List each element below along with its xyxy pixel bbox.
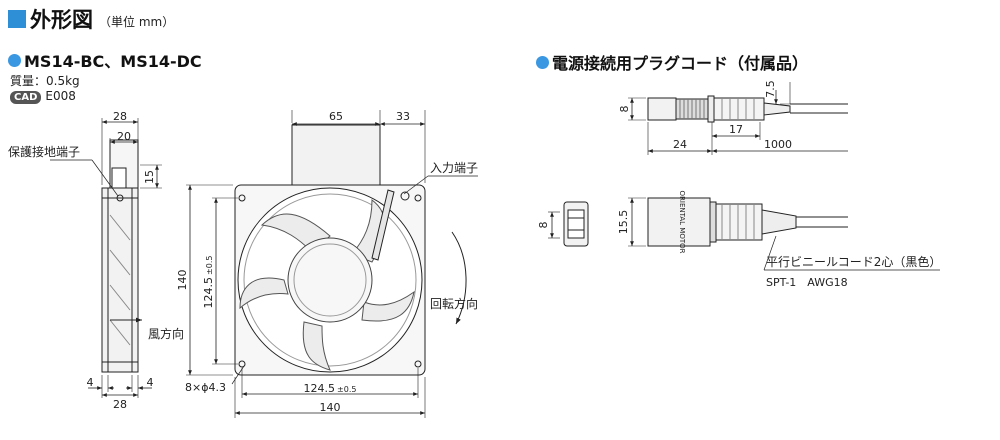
title-square-icon [8,10,26,28]
plug-top-view [628,82,848,155]
dim-plug-7-5: 7.5 [764,80,777,98]
page-title: 外形図 [30,8,93,32]
dim-front-height-140: 140 [176,270,189,291]
model-heading: MS14-BC、MS14-DC [8,48,202,72]
dim-front-pitch-horizontal: 124.5±0.5 [304,382,357,395]
dim-side-bottom-left-4: 4 [87,376,94,389]
dim-plug-top-8: 8 [618,106,631,113]
svg-text:124.5±0.5: 124.5±0.5 [202,256,215,309]
label-airflow-direction: 風方向 [148,326,184,341]
label-rotation-direction: 回転方向 [430,296,478,311]
model-title: MS14-BC、MS14-DC [24,52,202,71]
dim-side-15: 15 [143,170,156,184]
mass-spec: 質量：0.5kg [10,74,80,88]
dim-side-top-28: 28 [113,110,127,123]
dim-plug-17: 17 [729,123,743,136]
fan-side-view [50,118,162,398]
cad-badge: CAD [10,91,42,104]
dim-plug-1000: 1000 [764,138,792,151]
dim-front-33: 33 [396,110,410,123]
dim-plug-15-5: 15.5 [617,210,630,235]
label-ground-terminal: 保護接地端子 [8,144,80,159]
plug-brand-text: ORIENTAL MOTOR [678,191,686,254]
dim-front-width-140: 140 [320,401,341,414]
cable-description: 平行ビニールコード2心（黒色） [766,255,941,269]
cad-code: E008 [45,89,76,103]
page-header: 外形図 （単位 mm） [8,6,174,32]
unit-note: （単位 mm） [99,14,175,29]
dim-front-pitch-vertical: 124.5±0.5 [202,256,215,309]
cable-spec: SPT-1 AWG18 [766,276,848,289]
fan-front-view [186,110,478,418]
dim-side-bottom-right-4: 4 [147,376,154,389]
dim-side-bottom-28: 28 [113,398,127,411]
plug-side-view [548,197,940,271]
dim-plug-24: 24 [673,138,687,151]
dim-plug-side-8: 8 [537,222,550,229]
label-mounting-holes: 8×ϕ4.3 [185,381,226,394]
plug-heading: 電源接続用プラグコード（付属品） [536,50,808,74]
dim-side-top-20: 20 [117,130,131,143]
dim-front-65: 65 [329,110,343,123]
bullet-icon [8,53,21,67]
label-input-terminal: 入力端子 [430,161,478,175]
bullet-icon [536,55,549,69]
plug-title: 電源接続用プラグコード（付属品） [552,54,809,73]
